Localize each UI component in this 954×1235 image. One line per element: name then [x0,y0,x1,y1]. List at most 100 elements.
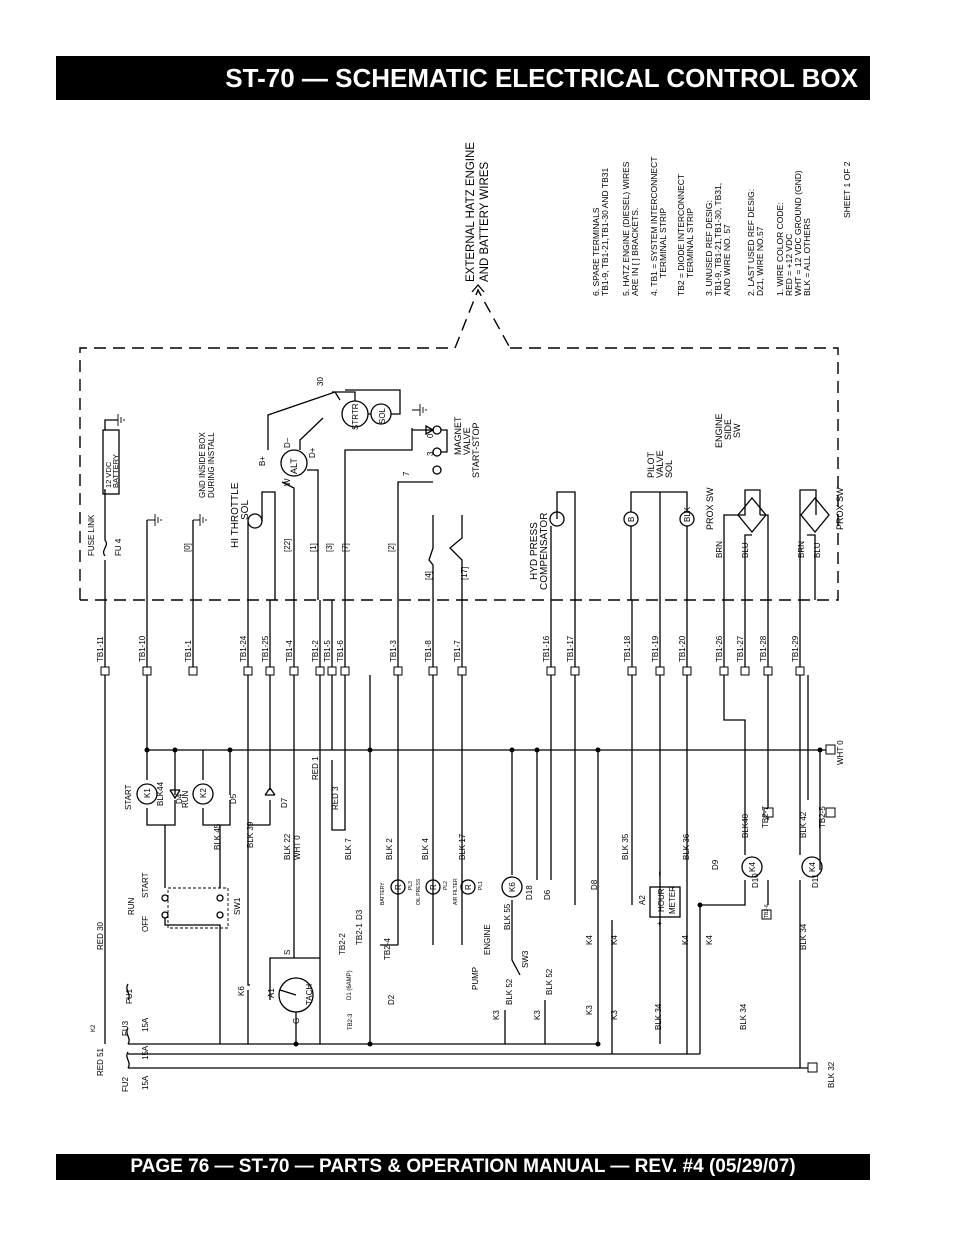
hi-throttle-label: HI THROTTLE [230,482,241,548]
svg-text:D5: D5 [229,793,238,804]
svg-text:K3: K3 [533,1010,542,1020]
tb1-terminal-label: TB1-8 [424,640,433,662]
tb1-terminal-label: TB1-6 [336,640,345,662]
tb1-terminal [457,666,467,676]
tb1-terminal [289,666,299,676]
svg-text:STRTR: STRTR [351,403,360,430]
tb1-terminal-label: TB1-29 [791,635,800,662]
note-4-b: TERMINAL STRIP [658,208,668,278]
tb1-terminal [315,666,325,676]
svg-text:K4: K4 [681,935,690,945]
svg-text:30: 30 [316,377,325,386]
tb1-terminal-label: TB1-24 [239,635,248,662]
svg-text:ENGINE: ENGINE [483,924,492,955]
tb1-terminal-label: TB1-10 [138,635,147,662]
tb1-terminal-label: TB1-2 [311,640,320,662]
svg-text:TB2-3: TB2-3 [348,1013,354,1030]
svg-text:7: 7 [402,471,411,476]
svg-text:K2: K2 [91,1024,97,1032]
svg-text:TB2-1: TB2-1 [355,923,364,945]
svg-text:BLU: BLU [741,542,750,558]
note-5: 5. HATZ ENGINE (DIESEL) WIRES [621,161,631,296]
battery-label-1: 12 VDC [104,461,113,488]
gnd-note-2: DURING INSTALL [207,432,216,498]
svg-text:RUN: RUN [181,790,190,808]
svg-text:[4]: [4] [424,571,433,580]
svg-text:TB2-4: TB2-4 [383,938,392,960]
svg-text:RED 1: RED 1 [311,756,320,780]
note-6: 6. SPARE TERMINALS [591,207,601,296]
page-footer: PAGE 76 — ST-70 — PARTS & OPERATION MANU… [56,1154,870,1180]
fu4-label: FU 4 [114,538,123,556]
wht0-bus-label: WHT 0 [836,740,845,765]
svg-text:BRN: BRN [797,541,806,558]
svg-text:A1: A1 [267,988,276,998]
tb1-terminal [100,666,110,676]
svg-text:SW1: SW1 [233,897,242,915]
tb1-terminal [570,666,580,676]
svg-text:B+: B+ [258,456,267,466]
note-3-c: AND WIRE NO. 57 [722,224,732,296]
alternator [280,449,308,477]
svg-text:BLK 36: BLK 36 [682,833,691,860]
svg-text:D11: D11 [811,873,820,888]
tb1-terminal [243,666,253,676]
note-3-b: TB1-9, TB1-21,TB1-30, TB31, [713,183,723,296]
note-4: 4. TB1 = SYSTEM INTERCONNECT [649,157,659,296]
tb1-terminal [627,666,637,676]
tb1-terminal [546,666,556,676]
svg-text:SOL: SOL [378,407,387,424]
svg-text:K1: K1 [143,788,152,798]
svg-text:K4: K4 [705,935,714,945]
svg-text:15A: 15A [141,1017,150,1032]
svg-text:BLK 34: BLK 34 [799,923,808,950]
svg-text:D10: D10 [751,873,760,888]
svg-text:BLK 34: BLK 34 [654,1003,663,1030]
notes: 6. SPARE TERMINALS TB1-9, TB1-21,TB1-30 … [591,157,852,296]
svg-text:15A: 15A [141,1045,150,1060]
svg-text:[2]: [2] [387,543,396,552]
tb1-terminal [740,666,750,676]
svg-text:K6: K6 [508,882,517,892]
svg-text:A2: A2 [638,895,647,905]
svg-text:BLK 52: BLK 52 [505,978,514,1005]
svg-text:K4: K4 [808,862,817,872]
tb1-terminal-label: TB1-5 [323,640,332,662]
page-title: ST-70 — SCHEMATIC ELECTRICAL CONTROL BOX [225,63,858,93]
svg-text:SIDE: SIDE [723,419,733,440]
tb1-terminal [719,666,729,676]
svg-text:HOUR: HOUR [657,888,666,912]
tb1-terminal [142,666,152,676]
tb1-terminal [393,666,403,676]
svg-text:[0]: [0] [183,543,192,552]
svg-text:K2: K2 [199,788,208,798]
svg-text:K3: K3 [610,1010,619,1020]
note-2-b: D21, WIRE NO.57 [755,226,765,296]
engine-enclosure [79,284,839,601]
svg-text:−: − [655,871,664,876]
svg-text:BLK: BLK [683,506,692,522]
tb1-terminal-label: TB1-27 [736,635,745,662]
svg-text:D9: D9 [711,859,720,870]
svg-text:BLK 45: BLK 45 [213,823,222,850]
svg-text:D+: D+ [308,447,317,458]
svg-text:15A: 15A [141,1075,150,1090]
page-header: ST-70 — SCHEMATIC ELECTRICAL CONTROL BOX [56,56,870,100]
svg-text:B: B [627,517,636,522]
svg-text:K4: K4 [748,862,757,872]
note-4-d: TERMINAL STRIP [685,208,695,278]
svg-text:[1]: [1] [309,543,318,552]
tb1-terminal [655,666,665,676]
svg-text:BLK 34: BLK 34 [739,1003,748,1030]
svg-text:D1 (6AMP): D1 (6AMP) [347,970,353,1000]
svg-text:BLK 2: BLK 2 [385,838,394,860]
note-2: 2. LAST USED REF DESIG: [746,189,756,296]
svg-text:D8: D8 [590,879,599,890]
svg-text:R: R [394,884,403,890]
svg-text:K6: K6 [237,986,246,996]
svg-text:BLU: BLU [813,542,822,558]
svg-text:AIR FILTER: AIR FILTER [453,878,459,905]
svg-text:K3: K3 [492,1010,501,1020]
svg-text:FU1: FU1 [125,988,134,1004]
